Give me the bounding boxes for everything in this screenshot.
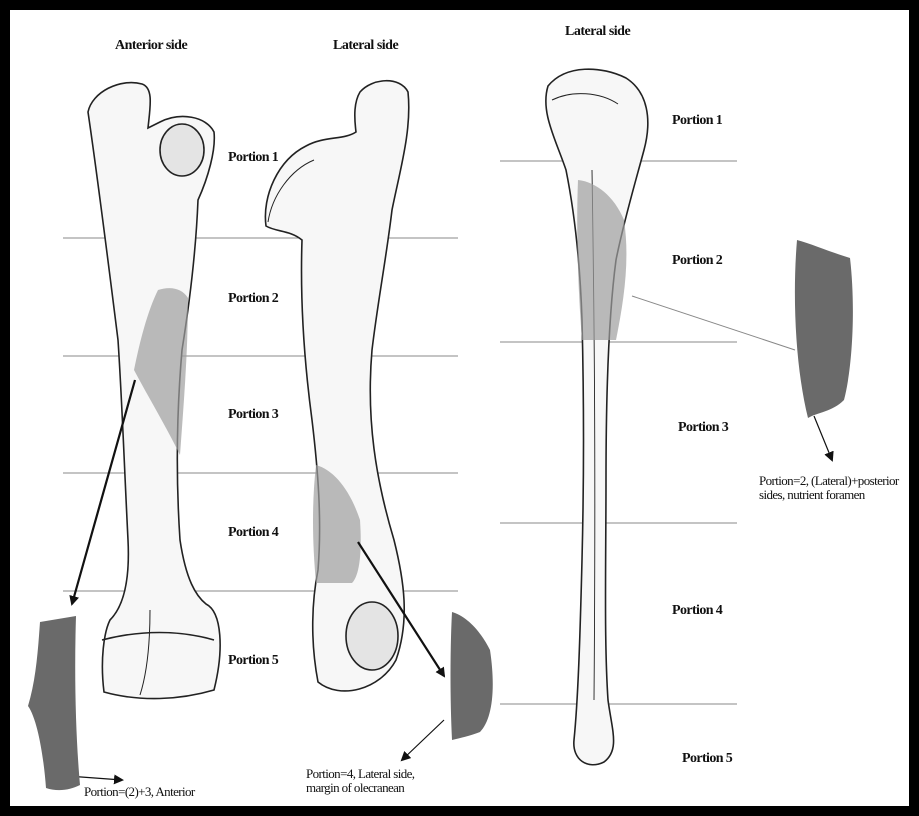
caption-anterior-line-1: Portion=(2)+3, Anterior [84,785,195,799]
portion-label-4-right: Portion 4 [672,603,722,619]
cross-section-anterior [28,616,80,790]
portion-label-5-right: Portion 5 [682,751,732,767]
title-anterior-side: Anterior side [115,38,187,54]
title-lateral-side-humerus: Lateral side [333,38,398,54]
tibia-lateral [546,69,648,765]
portion-label-4-left: Portion 4 [228,525,278,541]
figure-panel: Anterior side Lateral side Lateral side … [10,10,909,806]
portion-label-3-right: Portion 3 [678,420,728,436]
portion-label-1-left: Portion 1 [228,150,278,166]
caption-lateral-humerus-line-2: margin of olecranean [306,781,414,795]
caption-lateral-tibia-line-2: sides, nutrient foramen [759,488,899,502]
title-lateral-side-tibia: Lateral side [565,24,630,40]
caption-lateral-tibia-line-1: Portion=2, (Lateral)+posterior [759,474,899,488]
bone-illustration [10,10,909,806]
portion-label-2-left: Portion 2 [228,291,278,307]
cross-section-tibia [795,240,853,418]
portion-label-2-right: Portion 2 [672,253,722,269]
humerus-lateral [265,81,408,691]
portion-label-3-left: Portion 3 [228,407,278,423]
caption-anterior: Portion=(2)+3, Anterior [84,785,195,799]
caption-lateral-humerus-line-1: Portion=4, Lateral side, [306,767,414,781]
caption-lateral-humerus: Portion=4, Lateral side, margin of olecr… [306,767,414,795]
caption-lateral-tibia: Portion=2, (Lateral)+posterior sides, nu… [759,474,899,502]
portion-label-5-left: Portion 5 [228,653,278,669]
portion-label-1-right: Portion 1 [672,113,722,129]
cross-section-lateral [451,612,493,740]
